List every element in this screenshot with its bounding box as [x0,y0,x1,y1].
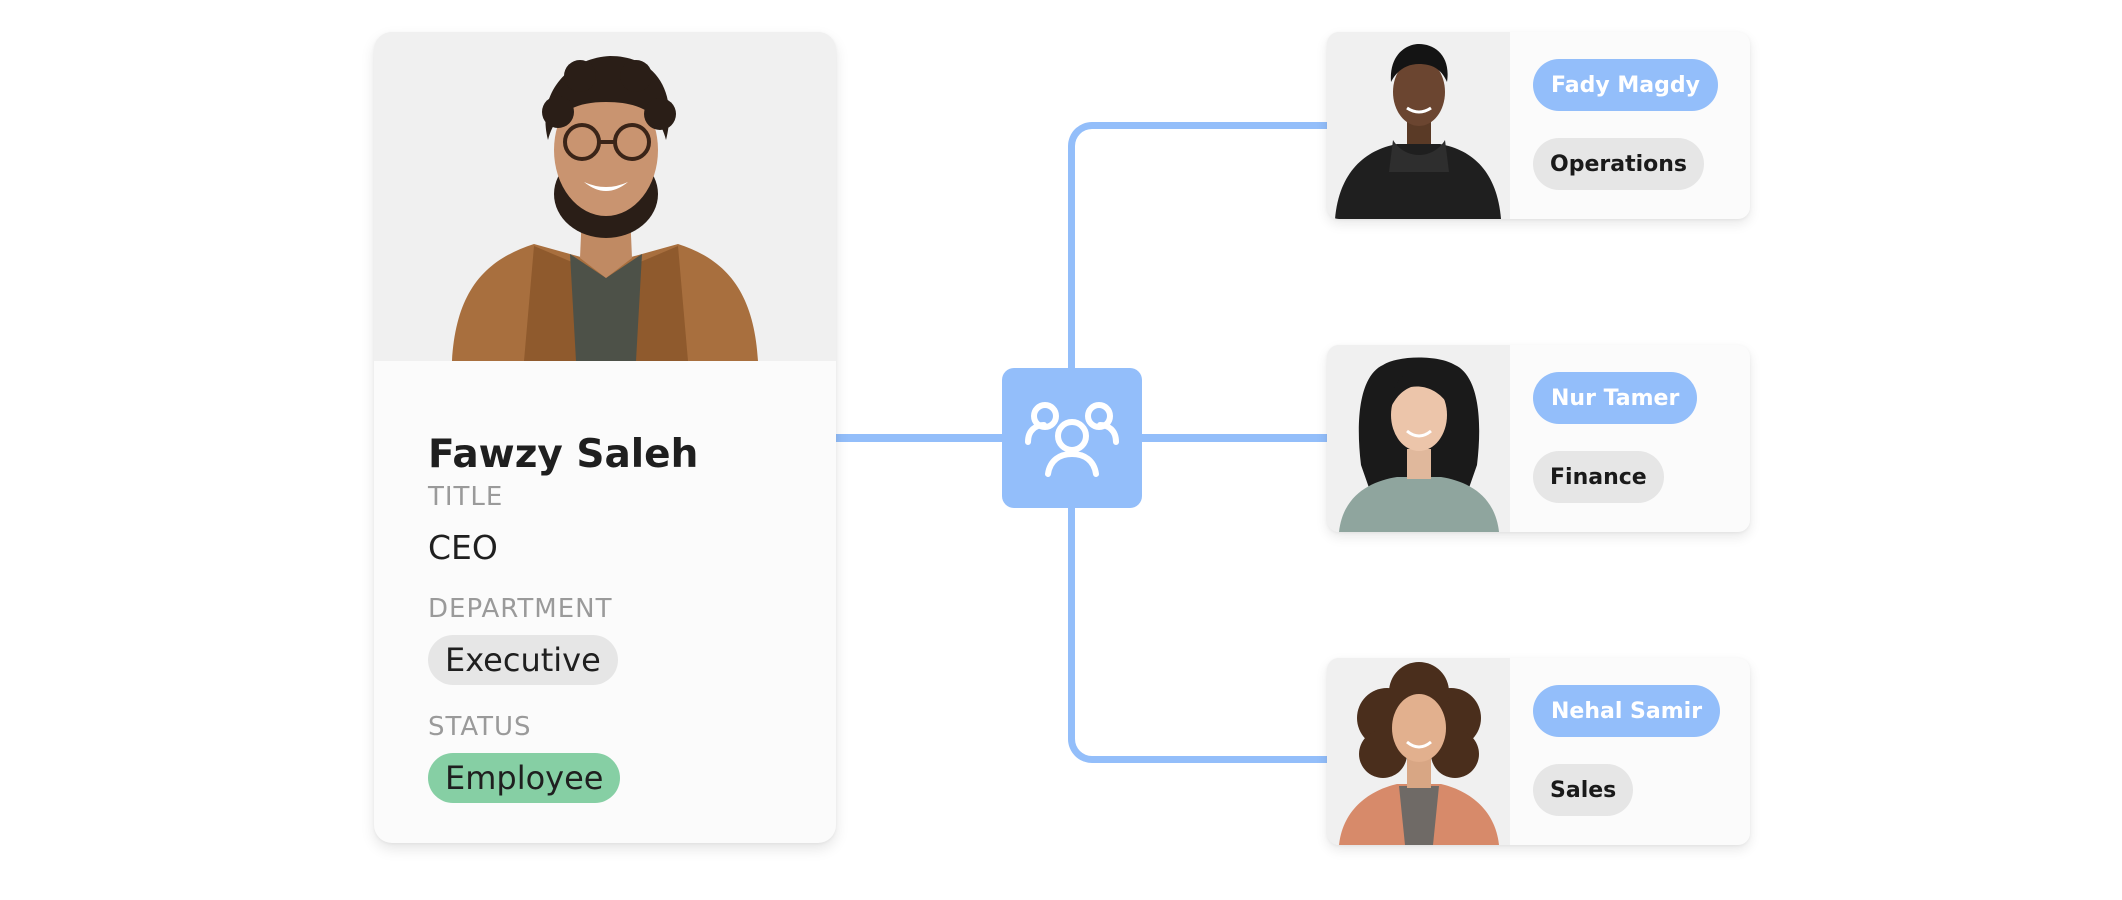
report-department: Finance [1533,451,1664,503]
profile-photo [374,32,836,361]
team-hub[interactable] [1002,368,1142,508]
report-department: Operations [1533,138,1704,190]
report-department: Sales [1533,764,1634,816]
status-badge: Employee [428,753,621,803]
report-photo [1327,658,1510,845]
department-badge: Executive [428,635,618,685]
report-card[interactable]: Nur Tamer Finance [1327,345,1750,532]
status-label: STATUS [428,712,532,742]
title-label: TITLE [428,482,504,512]
report-photo [1327,32,1510,219]
profile-name: Fawzy Saleh [428,432,699,477]
connector-hub-to-bottom [1068,506,1334,763]
report-name: Nur Tamer [1533,372,1698,424]
report-name: Fady Magdy [1533,59,1718,111]
department-label: DEPARTMENT [428,594,613,624]
team-group-icon [1025,402,1119,477]
title-value: CEO [428,528,498,567]
report-photo [1327,345,1510,532]
report-name: Nehal Samir [1533,685,1721,737]
profile-card[interactable]: Fawzy Saleh TITLE CEO DEPARTMENT Executi… [374,32,836,843]
report-card[interactable]: Fady Magdy Operations [1327,32,1750,219]
connector-hub-to-top [1068,122,1334,377]
connector-main-to-hub [836,434,1004,442]
connector-hub-to-middle [1140,434,1329,442]
report-card[interactable]: Nehal Samir Sales [1327,658,1750,845]
